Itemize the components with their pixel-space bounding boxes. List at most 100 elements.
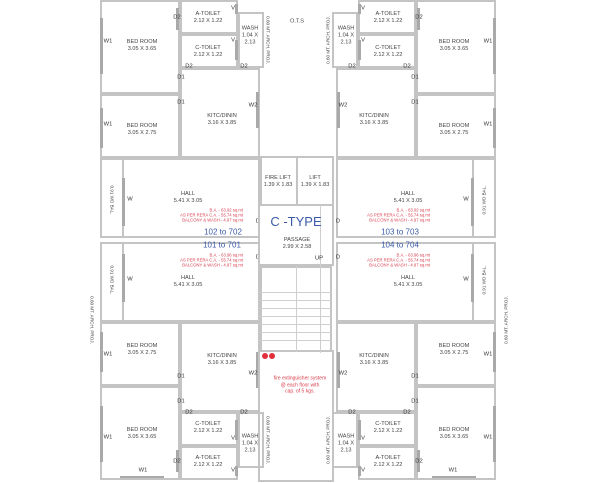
- window-mark: [122, 254, 125, 302]
- wd-balcony-label: 0.91 WD BAL.: [481, 265, 487, 295]
- marker-d2: D2: [403, 409, 411, 416]
- marker-d1: D1: [177, 74, 185, 81]
- room-size: 5.41 X 3.05: [173, 282, 203, 288]
- marker-d1: D1: [411, 74, 419, 81]
- marker-w2: W2: [338, 370, 348, 377]
- marker-d1: D1: [411, 373, 419, 380]
- room-name: BED ROOM: [126, 123, 158, 129]
- marker-d1: D1: [411, 99, 419, 106]
- marker-d1: D1: [177, 398, 185, 405]
- wall: [332, 12, 358, 68]
- window-mark: [417, 8, 420, 30]
- fire-extinguisher-icon: [269, 353, 275, 359]
- unit-number: 104 to 704: [381, 240, 419, 250]
- stair-line: [320, 205, 321, 353]
- marker-w1: W1: [448, 467, 458, 474]
- window-mark: [471, 178, 474, 226]
- room-name: C-TOILET: [195, 421, 221, 427]
- arch-projection-label: 0.60 MT. ARCH. PROJ.: [325, 16, 331, 64]
- room-name: WASH: [241, 25, 259, 32]
- room-size: 3.05 X 2.75: [439, 130, 469, 136]
- room-size: 1.39 X 1.83: [263, 182, 293, 188]
- room-size: 2.12 X 1.22: [193, 428, 223, 434]
- marker-v: V: [231, 435, 235, 442]
- room-name: C-TOILET: [195, 45, 221, 51]
- marker-w: W: [127, 276, 133, 283]
- room-size: 2.12 X 1.22: [193, 18, 223, 24]
- wall: [180, 0, 238, 34]
- unit-rera-carpet-area: AS PER RERA C.A. - 55.74 sq.mt: [180, 257, 243, 263]
- unit-balcony-wash-area: BALCONY & WASH - 4.97 sq.mt: [369, 262, 430, 268]
- wall: [238, 412, 264, 468]
- room-name: BED ROOM: [126, 39, 158, 45]
- unit-rera-carpet-area: AS PER RERA C.A. - 55.74 sq.mt: [367, 212, 430, 218]
- window-mark: [235, 420, 238, 440]
- unit-built-area: B.A. - 63.92 sq.mt: [396, 207, 430, 213]
- room-size: 2.12 X 1.22: [373, 428, 403, 434]
- room-size: 3.16 X 3.85: [359, 360, 389, 366]
- marker-w2: W2: [248, 102, 258, 109]
- wall: [180, 322, 260, 412]
- window-mark: [493, 332, 496, 372]
- room-size: 2.12 X 1.22: [373, 52, 403, 58]
- room-name: BED ROOM: [438, 343, 470, 349]
- unit-balcony-wash-area: BALCONY & WASH - 4.97 sq.mt: [182, 262, 243, 268]
- window-mark: [120, 476, 164, 478]
- room-size: 1.04 X: [241, 32, 259, 39]
- room-name: KITC/DININ: [207, 113, 237, 119]
- marker-d1: D1: [177, 99, 185, 106]
- room-name: PASSAGE: [283, 237, 311, 243]
- marker-d2: D2: [415, 458, 423, 465]
- room-size: 1.04 X: [241, 440, 259, 447]
- window-mark: [256, 352, 259, 388]
- marker-d1: D1: [177, 373, 185, 380]
- marker-d2: D2: [415, 14, 423, 21]
- marker-d2: D2: [185, 63, 193, 70]
- marker-w2: W2: [338, 102, 348, 109]
- window-mark: [100, 332, 103, 372]
- marker-d2: D2: [173, 458, 181, 465]
- arch-projection-label: 0.60 MT. ARCH. PROJ.: [89, 296, 95, 344]
- unit-number: 101 to 701: [203, 240, 241, 250]
- window-mark: [235, 40, 238, 60]
- room-size: 3.05 X 2.75: [127, 130, 157, 136]
- marker-d2: D2: [173, 14, 181, 21]
- fire-extinguisher-icon: [262, 353, 268, 359]
- marker-v: V: [231, 467, 235, 474]
- room-name: A-TOILET: [195, 11, 221, 17]
- wall: [180, 68, 260, 158]
- window-mark: [493, 108, 496, 148]
- wd-balcony-label: 0.91 WD BAL.: [109, 185, 115, 215]
- marker-d2: D2: [185, 409, 193, 416]
- marker-d: D: [335, 254, 341, 261]
- window-mark: [358, 40, 361, 60]
- wall: [358, 0, 416, 34]
- lobby: [258, 350, 334, 482]
- room-size: 5.41 X 3.05: [393, 282, 423, 288]
- window-mark: [432, 476, 476, 478]
- room-name: C-TOILET: [375, 45, 401, 51]
- room-size: 3.05 X 3.65: [127, 46, 157, 52]
- marker-w1: W1: [103, 434, 113, 441]
- unit-built-area: B.A. - 63.96 sq.mt: [396, 252, 430, 258]
- room-name: KITC/DININ: [207, 353, 237, 359]
- unit-number: 102 to 702: [204, 227, 242, 237]
- unit-rera-carpet-area: AS PER RERA C.A. - 55.74 sq.mt: [180, 212, 243, 218]
- wall: [180, 446, 238, 480]
- room-size: 5.41 X 3.05: [173, 198, 203, 204]
- window-mark: [100, 406, 103, 462]
- marker-d2: D2: [348, 63, 356, 70]
